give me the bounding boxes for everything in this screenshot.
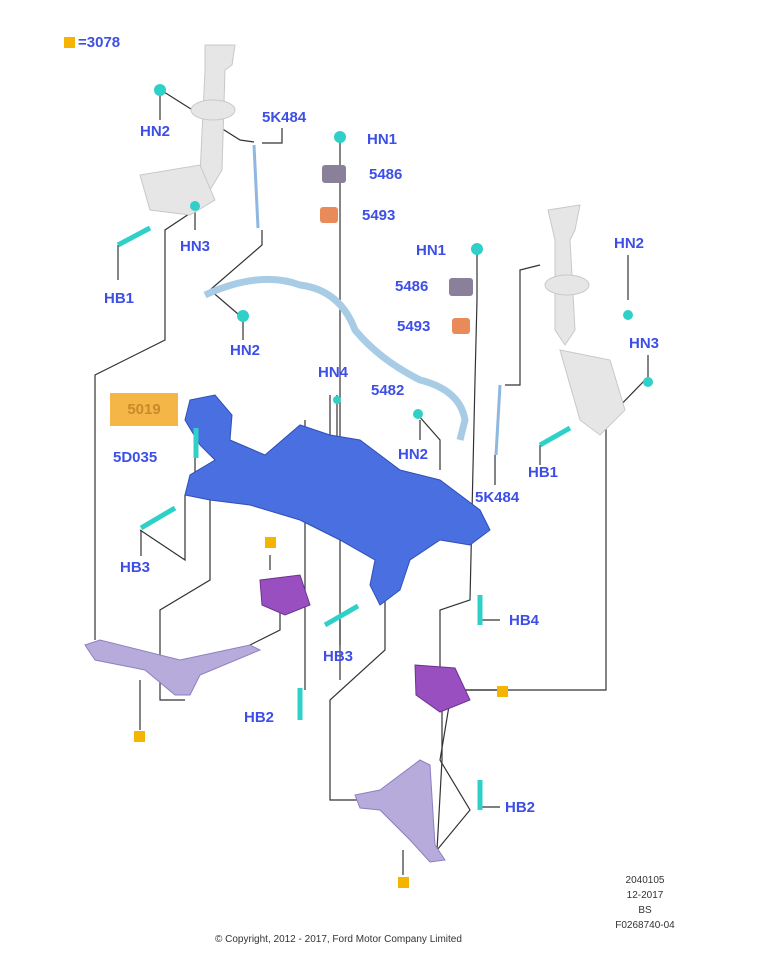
stabilizer-link-left bbox=[252, 144, 260, 229]
marker-3078-icon bbox=[497, 686, 508, 697]
label-hn2: HN2 bbox=[614, 235, 645, 252]
label-hn3: HN3 bbox=[180, 238, 211, 255]
label-5k484: 5K484 bbox=[475, 489, 520, 506]
marker-3078-icon bbox=[265, 537, 276, 548]
left-arm-bushing bbox=[259, 574, 311, 616]
label-5482: 5482 bbox=[371, 382, 405, 399]
label-hn4: HN4 bbox=[318, 364, 349, 381]
label-5k484: 5K484 bbox=[262, 109, 307, 126]
bracket-5486-left bbox=[322, 165, 346, 183]
label-hb3: HB3 bbox=[120, 559, 151, 576]
fasteners bbox=[116, 84, 653, 810]
label-hb1: HB1 bbox=[528, 464, 559, 481]
figure-date: 12-2017 bbox=[626, 890, 664, 901]
insulator-5493-right bbox=[452, 318, 470, 334]
label-hb4: HB4 bbox=[509, 612, 540, 629]
front-subframe bbox=[184, 394, 491, 606]
label-5486: 5486 bbox=[369, 166, 403, 183]
label-hb3: HB3 bbox=[323, 648, 354, 665]
right-lower-arm bbox=[354, 759, 446, 863]
left-strut-assembly bbox=[139, 44, 236, 216]
figure-info: 2040105 12-2017 BS F0268740-04 bbox=[600, 873, 690, 933]
figure-initials: BS bbox=[638, 905, 652, 916]
leader-lines bbox=[94, 91, 649, 875]
bracket-5486-right bbox=[449, 278, 473, 296]
label-hn1: HN1 bbox=[367, 131, 398, 148]
figure-number: F0268740-04 bbox=[615, 920, 675, 931]
label-5493: 5493 bbox=[397, 318, 431, 335]
marker-3078-icon bbox=[134, 731, 145, 742]
label-hn2: HN2 bbox=[398, 446, 429, 463]
label-hn2: HN2 bbox=[230, 342, 261, 359]
legend-marker-icon bbox=[64, 37, 75, 48]
stabilizer-bar bbox=[203, 275, 469, 441]
label-5d035: 5D035 bbox=[113, 449, 158, 466]
figure-code: 2040105 bbox=[625, 875, 665, 886]
label-5493: 5493 bbox=[362, 207, 396, 224]
label-hb2: HB2 bbox=[505, 799, 536, 816]
copyright: © Copyright, 2012 - 2017, Ford Motor Com… bbox=[215, 934, 462, 945]
left-lower-arm bbox=[84, 639, 262, 696]
stabilizer-link-right bbox=[494, 384, 502, 456]
label-hn3: HN3 bbox=[629, 335, 660, 352]
label-hn2: HN2 bbox=[140, 123, 171, 140]
marker-3078-icon bbox=[398, 877, 409, 888]
label-5486: 5486 bbox=[395, 278, 429, 295]
right-strut-assembly bbox=[544, 204, 626, 436]
label-5019-highlighted: 5019 bbox=[110, 393, 178, 426]
legend-text: =3078 bbox=[78, 34, 121, 51]
right-arm-bushing bbox=[414, 664, 471, 713]
label-hb2: HB2 bbox=[244, 709, 275, 726]
label-hb1: HB1 bbox=[104, 290, 135, 307]
insulator-5493-left bbox=[320, 207, 338, 223]
label-hn1: HN1 bbox=[416, 242, 447, 259]
